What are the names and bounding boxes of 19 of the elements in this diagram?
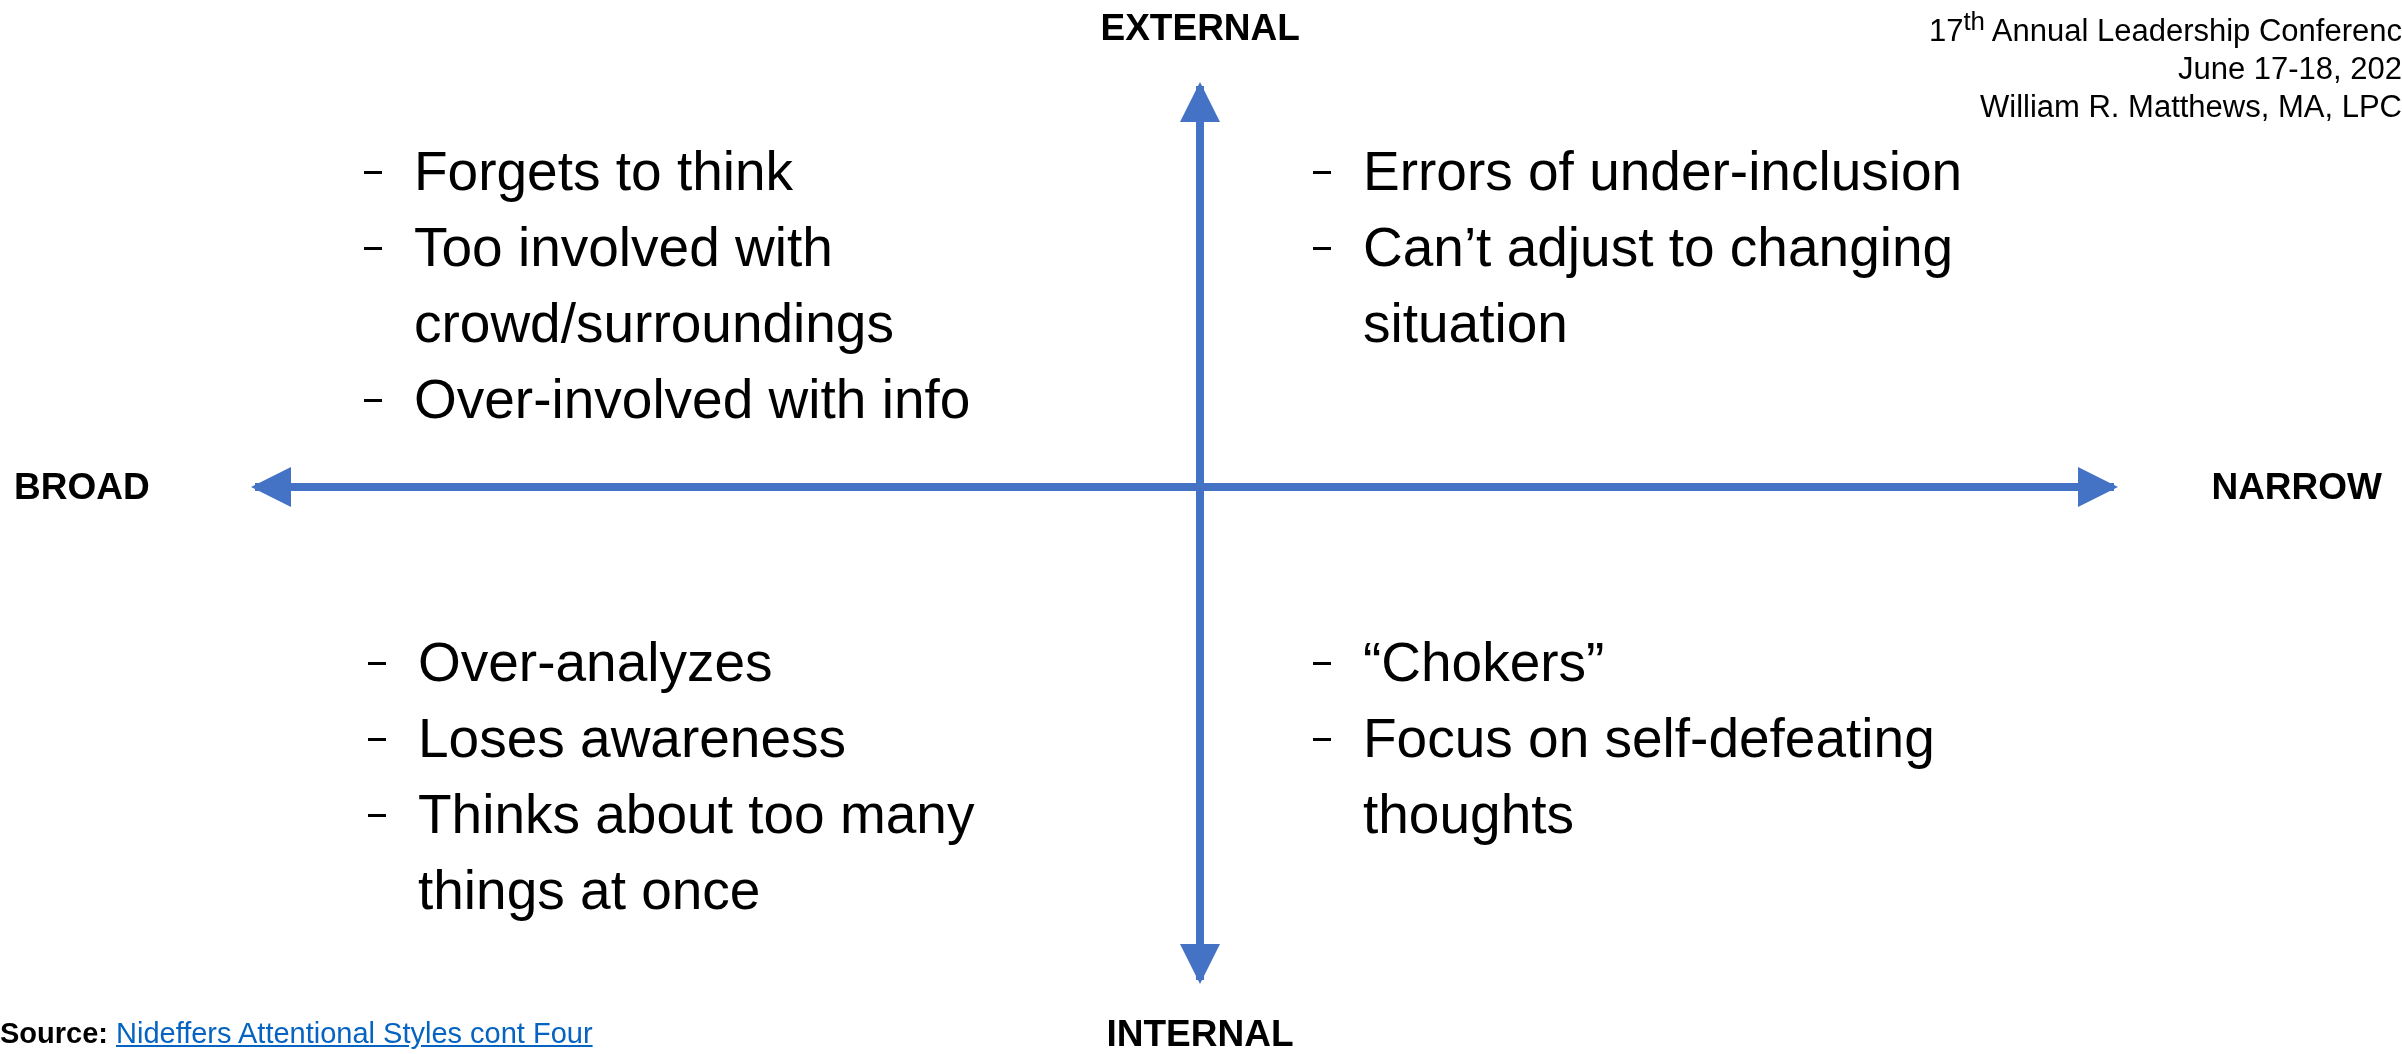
list-item: Focus on self-defeating thoughts bbox=[1363, 707, 1935, 845]
list-item: “Chokers” bbox=[1363, 631, 1605, 693]
source-link: Nideffers Attentional Styles cont Four bbox=[116, 1016, 593, 1050]
list-item: Over-analyzes bbox=[418, 631, 773, 693]
list-item: Over-involved with info bbox=[414, 368, 971, 430]
list-item: Errors of under-inclusion bbox=[1363, 140, 1963, 202]
header-text: 17$^{th}$ Annual Leadership Conferenc bbox=[1928, 6, 2402, 49]
axis-label: NARROW bbox=[2211, 467, 2382, 507]
axis-label: BROAD bbox=[14, 467, 150, 507]
list-item: Forgets to think bbox=[414, 140, 794, 202]
list-item: Thinks about too many things at once bbox=[418, 783, 975, 921]
list-item: Too involved with crowd/surroundings bbox=[414, 216, 894, 354]
source-label: Source: bbox=[0, 1016, 108, 1050]
header-text: June 17-18, 202 bbox=[2177, 52, 2402, 86]
axis-label: EXTERNAL bbox=[1100, 8, 1300, 48]
list-item: Loses awareness bbox=[418, 707, 847, 769]
list-item: Can’t adjust to changing situation bbox=[1363, 216, 1954, 354]
header-text: William R. Matthews, MA, LPC bbox=[1980, 90, 2402, 124]
axis-label: INTERNAL bbox=[1106, 1014, 1294, 1054]
